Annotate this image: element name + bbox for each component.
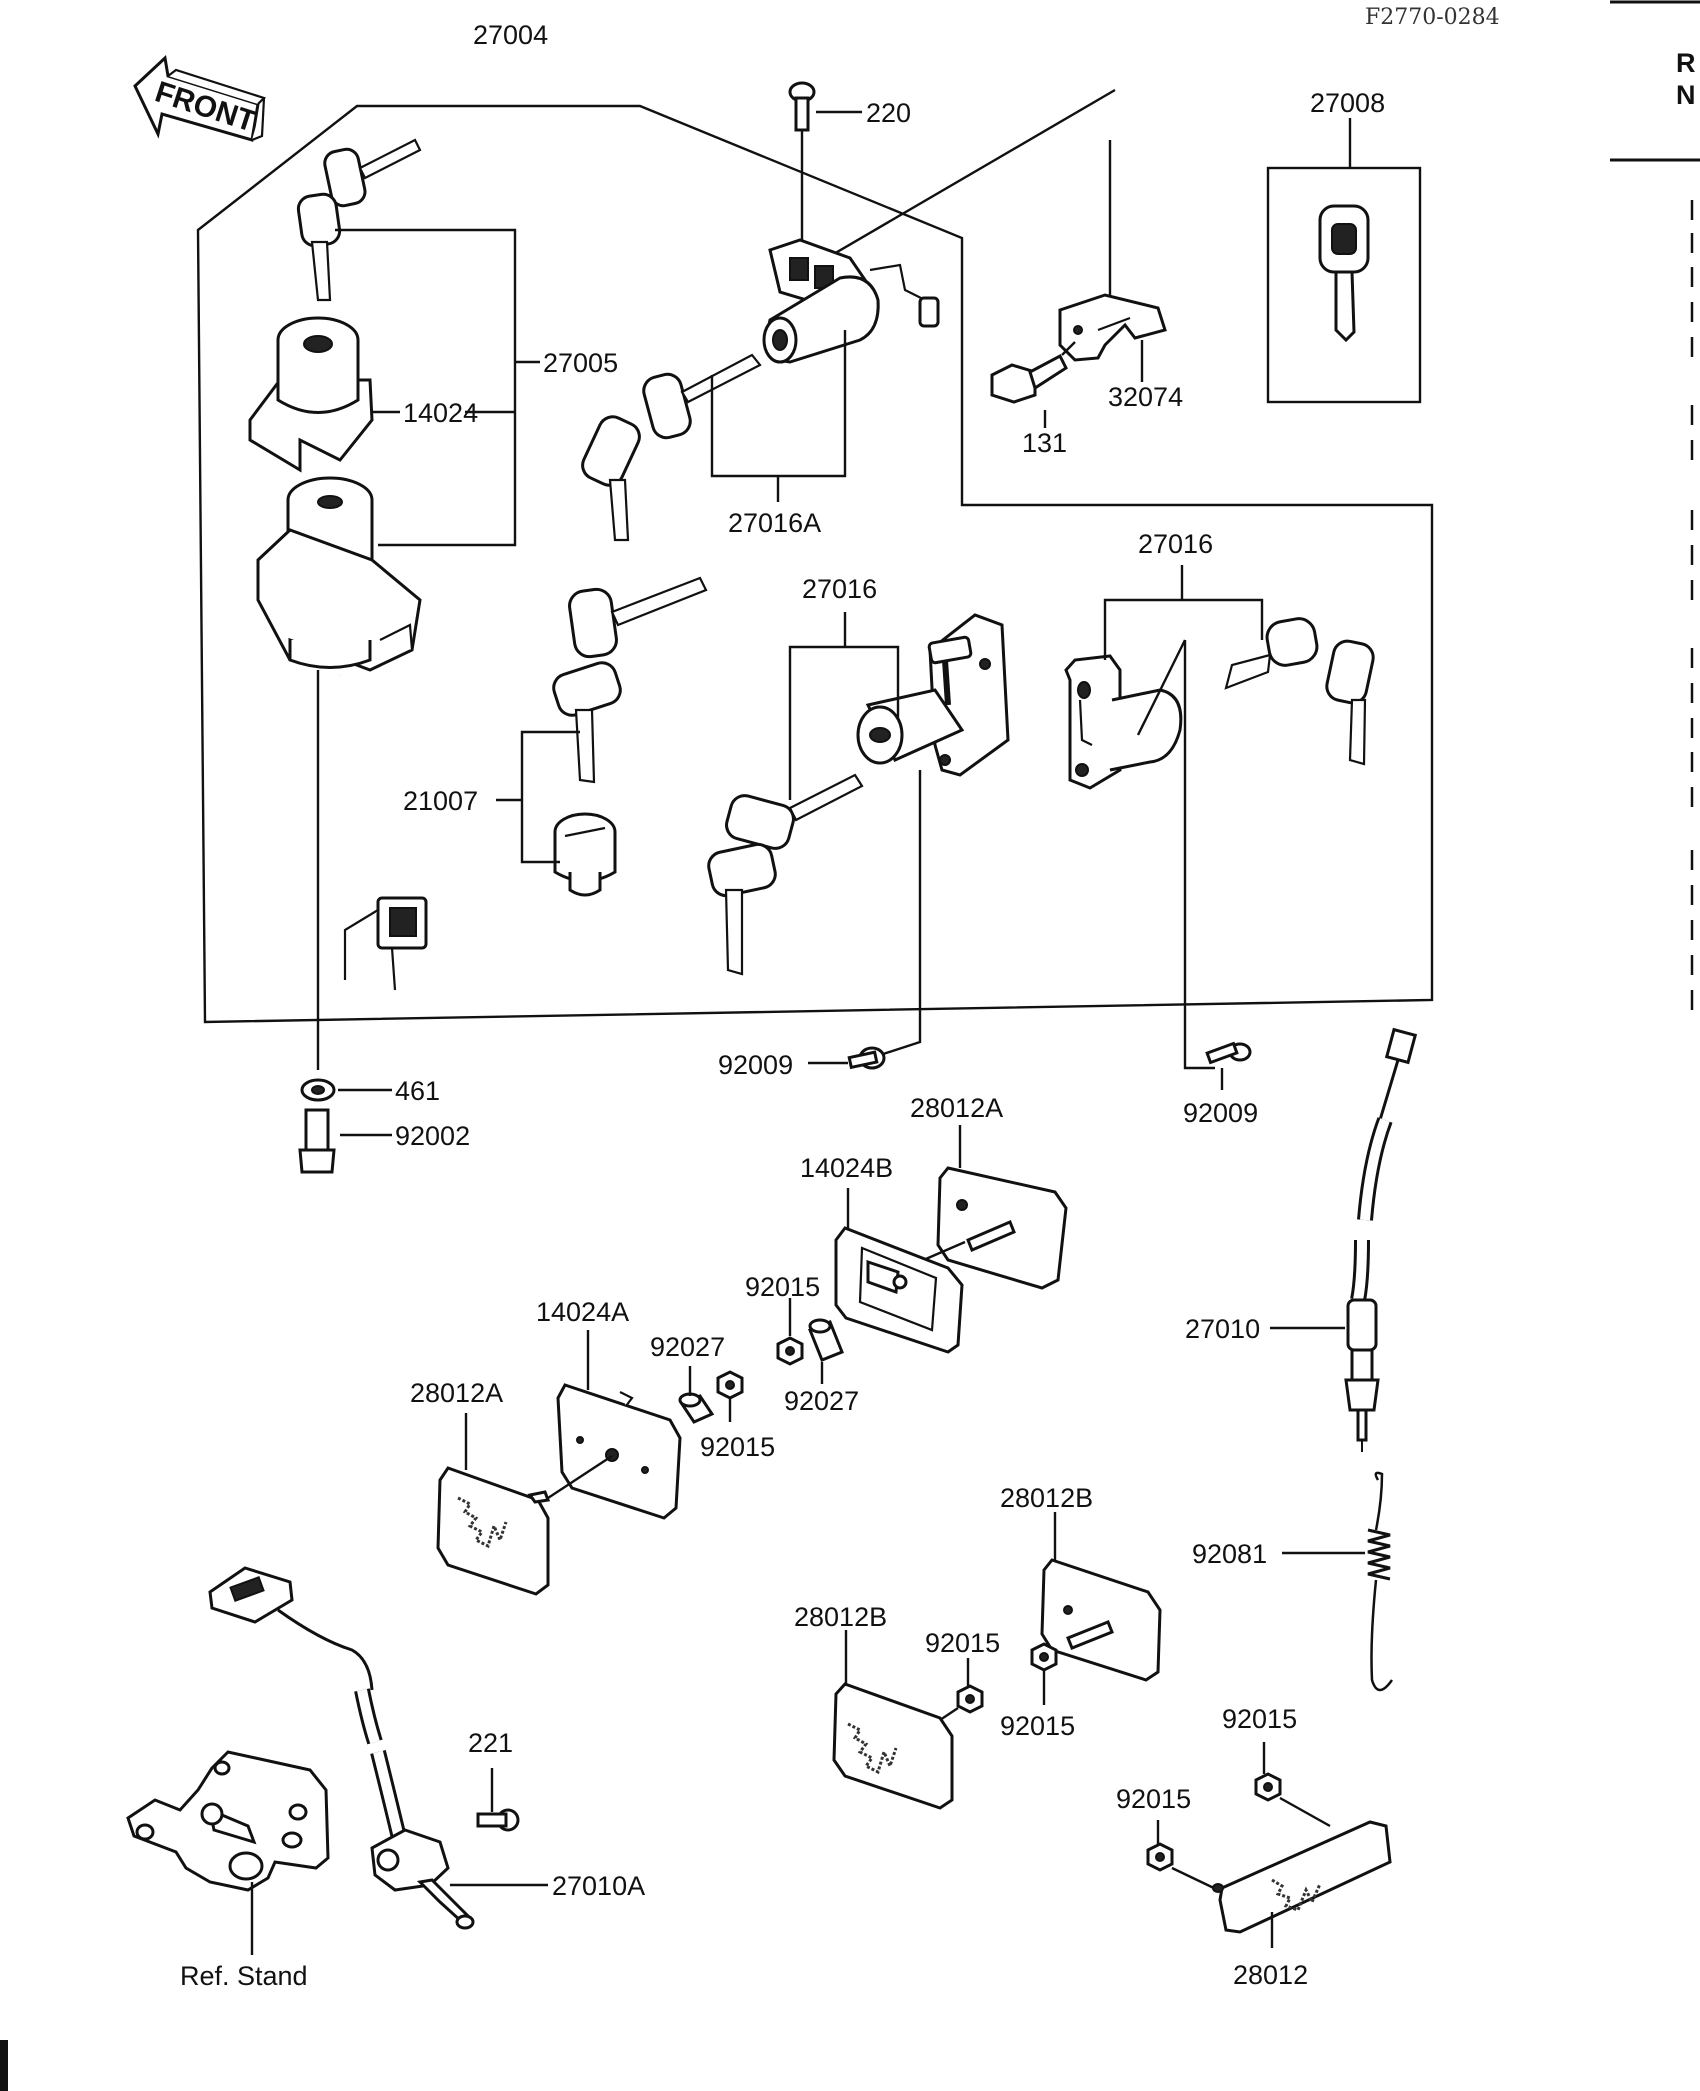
bracket-32074-icon — [1058, 293, 1167, 362]
label-27016-right: 27016 — [1138, 529, 1213, 559]
label-92015-e: 92015 — [1222, 1704, 1297, 1734]
helmet-lock-right-icon — [1064, 654, 1183, 790]
axis-92009-center — [879, 770, 922, 1057]
label-131: 131 — [1022, 428, 1067, 458]
kit-boundary — [196, 104, 1434, 1024]
diagram-code: F2770-0284 — [1365, 5, 1500, 30]
axis-92015-c — [939, 1707, 959, 1721]
label-21007: 21007 — [403, 786, 478, 816]
nut-92015-f-icon — [1146, 1842, 1174, 1872]
label-220: 220 — [866, 98, 911, 128]
axis-92015-e — [1279, 1796, 1331, 1828]
label-27010A: 27010A — [552, 1871, 645, 1901]
label-14024B: 14024B — [800, 1153, 893, 1183]
front-arrow-icon: FRONT — [133, 54, 267, 142]
label-14024A: 14024A — [536, 1297, 629, 1327]
axis-92015-f — [1171, 1866, 1219, 1892]
label-92027-b: 92027 — [784, 1386, 859, 1416]
blank-key-27008-icon — [1318, 204, 1370, 343]
axis-27016A — [819, 88, 1116, 264]
stand-switch-harness-icon — [208, 1566, 475, 1930]
washer-461-icon — [300, 1078, 336, 1102]
axis-27016-right — [1136, 639, 1187, 736]
label-27016A: 27016A — [728, 508, 821, 538]
label-27016-center: 27016 — [802, 574, 877, 604]
bolt-131-icon — [990, 353, 1068, 404]
nut-92015-b-icon — [716, 1370, 744, 1400]
label-27005: 27005 — [543, 348, 618, 378]
label-27008: 27008 — [1310, 88, 1385, 118]
seat-lock-27016A-icon — [762, 238, 940, 364]
bracket-27016-right — [1103, 598, 1264, 660]
label-92027-a: 92027 — [650, 1332, 725, 1362]
reflector-28012-icon — [1212, 1820, 1392, 1934]
key-pair-right-icon — [1224, 617, 1375, 766]
label-32074: 32074 — [1108, 382, 1183, 412]
edge-text-n: N — [1676, 80, 1696, 110]
label-461: 461 — [395, 1076, 440, 1106]
reflector-28012B-top-icon — [1040, 1558, 1162, 1682]
nut-92015-e-icon — [1254, 1772, 1282, 1802]
label-92015-c: 92015 — [925, 1628, 1000, 1658]
screw-221-icon — [476, 1808, 520, 1832]
nut-92015-d-icon — [1030, 1642, 1058, 1672]
ref-stand-label: Ref. Stand — [180, 1961, 308, 1991]
collar-92027-b-icon — [808, 1318, 844, 1362]
side-stand-bracket-icon — [126, 1750, 330, 1892]
ignition-key-pair-icon — [296, 138, 422, 302]
ignition-switch-body-icon — [256, 476, 422, 672]
label-92015-a: 92015 — [745, 1272, 820, 1302]
edge-mark-bottom — [0, 2040, 8, 2091]
ignition-lock-cylinder-icon — [248, 316, 374, 473]
lock-cylinder-21007-icon — [553, 812, 617, 897]
reflector-28012A-top-icon — [936, 1166, 1068, 1290]
key-pair-27016A-icon — [581, 353, 762, 542]
bolt-92002-icon — [298, 1108, 336, 1174]
key-27008-box — [1266, 166, 1422, 404]
label-27004: 27004 — [473, 20, 548, 50]
key-pair-21007-icon — [552, 576, 708, 784]
label-92015-b: 92015 — [700, 1432, 775, 1462]
holder-14024B-icon — [834, 1226, 964, 1354]
label-28012B-left: 28012B — [794, 1602, 887, 1632]
label-28012B-top: 28012B — [1000, 1483, 1093, 1513]
reflector-28012A-left-icon — [436, 1466, 551, 1596]
screw-92009-right-icon — [1205, 1041, 1252, 1065]
screw-220-icon — [788, 81, 816, 132]
bracket-27005 — [335, 228, 517, 547]
bracket-21007 — [520, 730, 580, 864]
key-pair-center-icon — [707, 773, 864, 976]
axis-131 — [1061, 341, 1076, 356]
label-92009-center: 92009 — [718, 1050, 793, 1080]
label-92009-right: 92009 — [1183, 1098, 1258, 1128]
nut-92015-a-icon — [776, 1336, 804, 1366]
stop-switch-27010-icon — [1344, 1027, 1418, 1452]
screw-92009-center-icon — [847, 1046, 886, 1070]
reflector-28012B-left-icon — [832, 1682, 954, 1810]
ignition-wire-harness-icon — [335, 674, 428, 991]
label-92015-f: 92015 — [1116, 1784, 1191, 1814]
label-27010: 27010 — [1185, 1314, 1260, 1344]
label-28012A-top: 28012A — [910, 1093, 1003, 1123]
label-92015-d: 92015 — [1000, 1711, 1075, 1741]
spring-92081-icon — [1367, 1471, 1394, 1692]
holder-14024A-icon — [556, 1383, 682, 1520]
label-28012A-left: 28012A — [410, 1378, 503, 1408]
label-221: 221 — [468, 1728, 513, 1758]
label-92002: 92002 — [395, 1121, 470, 1151]
nut-92015-c-icon — [956, 1684, 984, 1714]
edge-text-r: R — [1676, 48, 1696, 78]
helmet-lock-center-icon — [856, 613, 1010, 777]
axis-14024A — [547, 1454, 613, 1500]
axis-92009-right — [1183, 640, 1215, 1070]
label-92081: 92081 — [1192, 1539, 1267, 1569]
collar-92027-a-icon — [678, 1392, 715, 1424]
label-28012: 28012 — [1233, 1960, 1308, 1990]
